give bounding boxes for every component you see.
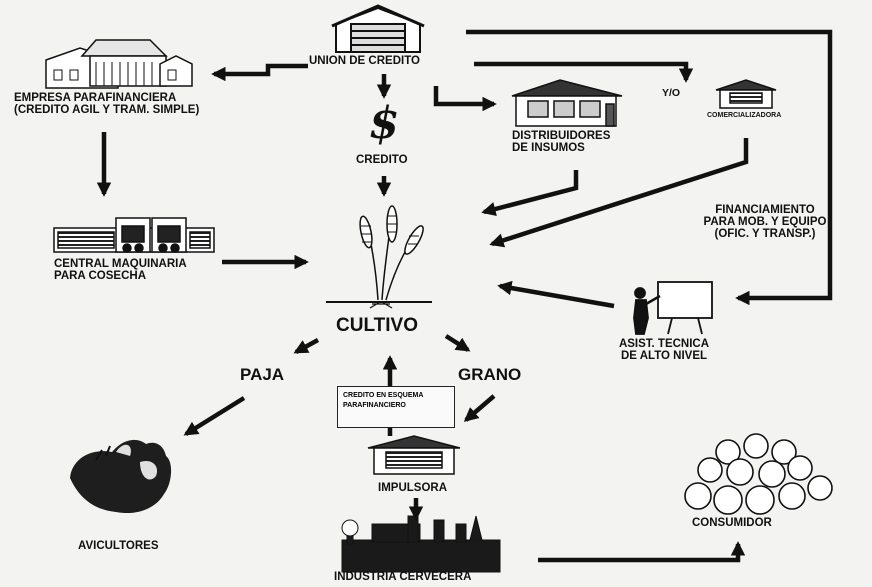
central-line-2: PARA COSECHA	[54, 270, 147, 283]
teacher-board-icon	[633, 281, 713, 335]
distribuidores-label: DISTRIBUIDORES DE INSUMOS	[512, 130, 610, 154]
arrow-grano-to-impulsora	[463, 394, 496, 422]
factory-icon	[341, 515, 501, 573]
arrow-industria-to-consumidor	[538, 541, 746, 563]
arrow-cultivo-to-grano	[444, 334, 471, 352]
yo-label: Y/O	[662, 87, 681, 99]
arrow-union-to-asist	[466, 29, 833, 306]
asist-line-1: ASIST. TECNICA	[618, 338, 710, 350]
svg-text:$: $	[369, 98, 400, 149]
credito-esquema-box: CREDITO EN ESQUEMA PARAFINANCIERO	[337, 386, 455, 428]
arrow-union-to-distribuidores	[433, 86, 497, 112]
shop-icon	[367, 435, 461, 475]
consumidor-label: CONSUMIDOR	[692, 517, 772, 529]
chicken-icon	[70, 439, 172, 514]
empresa-line-2: (CREDITO AGIL Y TRAM. SIMPLE)	[14, 104, 200, 117]
financiamiento-line-2: PARA MOB. Y EQUIPO	[703, 216, 827, 229]
shop-icon	[715, 79, 777, 109]
industria-cervecera-label: INDUSTRIA CERVECERA	[334, 571, 472, 583]
warehouse-icon	[331, 4, 425, 53]
arrow-asist-to-cultivo	[497, 280, 615, 309]
machinery-icon	[53, 217, 215, 253]
crowd-icon	[684, 433, 833, 515]
distribuidores-line-2: DE INSUMOS	[512, 142, 585, 155]
arrow-comercializadora-to-cultivo	[489, 138, 749, 248]
asist-tecnica-label: ASIST. TECNICA DE ALTO NIVEL	[606, 338, 722, 362]
esquema-line-1: CREDITO EN ESQUEMA	[343, 392, 424, 399]
arrow-union-to-comercializadora	[474, 61, 694, 83]
central-line-1: CENTRAL MAQUINARIA	[54, 258, 187, 270]
asist-line-2: DE ALTO NIVEL	[620, 350, 708, 363]
impulsora-label: IMPULSORA	[378, 482, 447, 494]
dollar-sign-icon: $	[369, 98, 400, 149]
avicultores-label: AVICULTORES	[78, 540, 159, 552]
credito-label: CREDITO	[356, 154, 408, 166]
union-de-credito-label: UNION DE CREDITO	[309, 55, 420, 67]
empresa-line-1: EMPRESA PARAFINANCIERA	[14, 92, 177, 104]
paja-label: PAJA	[240, 365, 285, 384]
arrow-union-to-empresa	[211, 63, 308, 82]
financiamiento-line-1: FINANCIAMIENTO	[715, 204, 815, 216]
comercializadora-label: COMERCIALIZADORA	[707, 112, 782, 119]
flow-arrows	[96, 29, 833, 563]
empresa-parafinanciera-label: EMPRESA PARAFINANCIERA (CREDITO AGIL Y T…	[14, 92, 199, 116]
esquema-line-2: PARAFINANCIERO	[343, 402, 406, 410]
store-icon	[511, 79, 623, 127]
arrow-paja-to-avicultores	[183, 396, 246, 436]
cultivo-label: CULTIVO	[336, 315, 418, 336]
financiamiento-line-3: (OFIC. Y TRANSP.)	[714, 228, 816, 241]
wheat-icon	[359, 205, 424, 309]
central-maquinaria-label: CENTRAL MAQUINARIA PARA COSECHA	[54, 258, 187, 282]
arrow-cultivo-to-paja	[293, 338, 320, 354]
arrow-distribuidores-to-cultivo	[481, 170, 579, 217]
grano-label: GRANO	[458, 365, 522, 384]
financiamiento-label: FINANCIAMIENTO PARA MOB. Y EQUIPO (OFIC.…	[690, 204, 840, 240]
farm-building-icon	[45, 39, 193, 89]
distribuidores-line-1: DISTRIBUIDORES	[512, 130, 611, 142]
